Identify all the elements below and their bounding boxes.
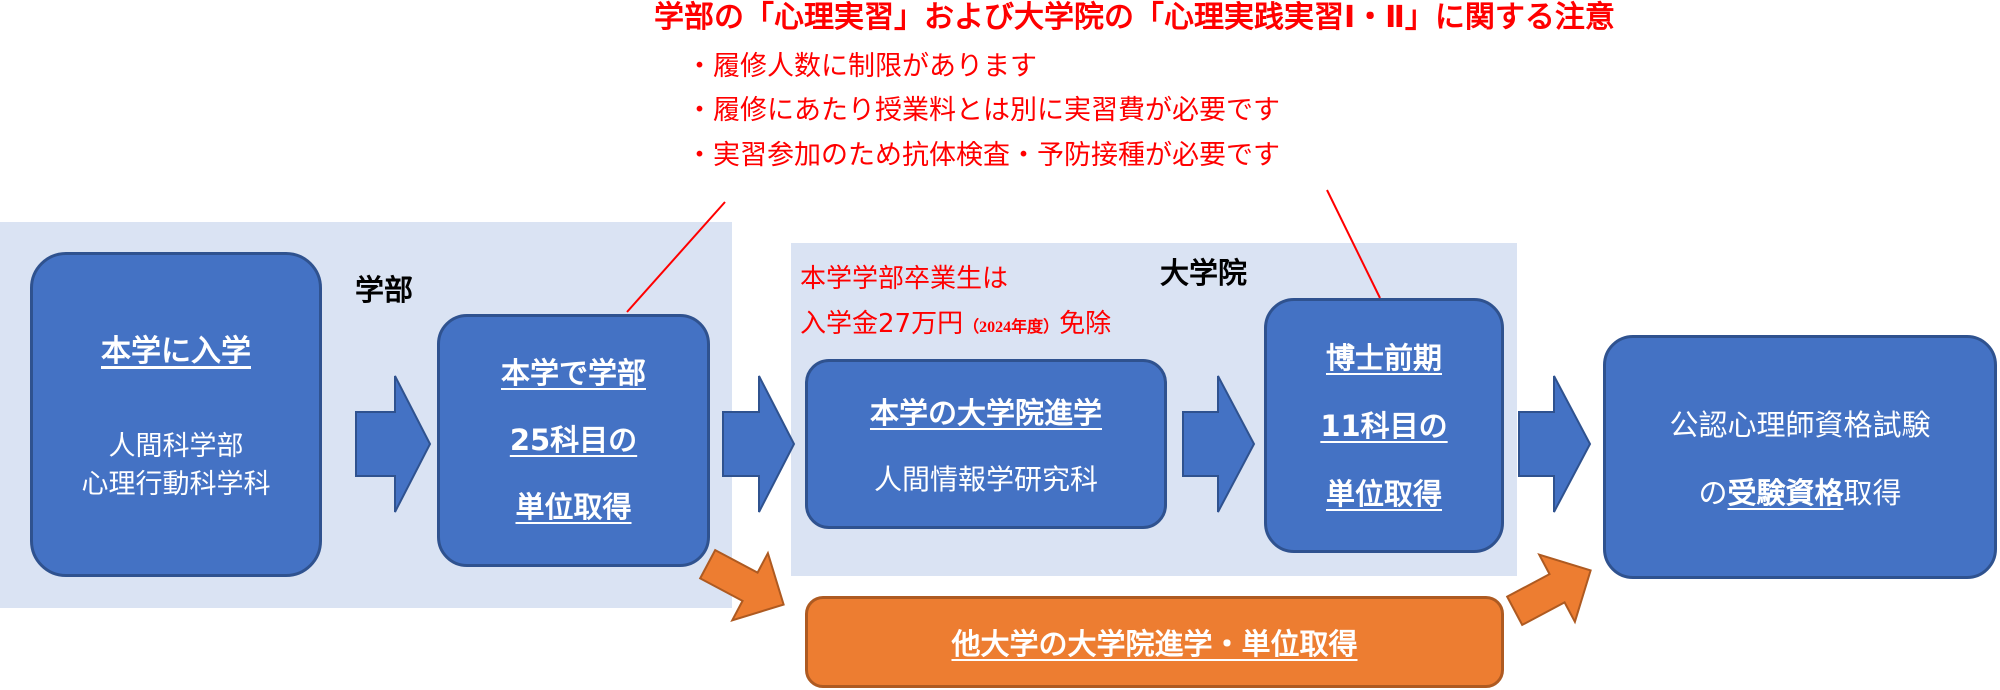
exam-line1: 公認心理師資格試験 <box>1669 408 1931 442</box>
entry-department: 心理行動科学科 <box>81 468 271 500</box>
other-grad-title: 他大学の大学院進学・単位取得 <box>951 627 1358 661</box>
arrow-undergrad-to-other <box>698 548 785 622</box>
notice-title: 学部の「心理実習」および大学院の「心理実践実習Ⅰ・Ⅱ」に関する注意 <box>654 0 1615 35</box>
exam-qualification: 受験資格 <box>1727 476 1844 510</box>
graduate-label: 大学院 <box>1160 256 1248 290</box>
fee-note-line1: 本学学部卒業生は <box>800 264 1009 294</box>
exam-line2-post: 取得 <box>1843 476 1902 510</box>
exam-box: 公認心理師資格試験 の受験資格取得 <box>1603 335 1997 579</box>
master-credits-box: 博士前期 11科目の 単位取得 <box>1264 298 1504 553</box>
fee-note-line2: 入学金27万円（2024年度）免除 <box>800 303 1111 340</box>
undergrad-label: 学部 <box>355 273 414 307</box>
entry-title: 本学に入学 <box>101 333 251 369</box>
notice-pointer-undergrad <box>626 201 726 313</box>
grad-entry-title: 本学の大学院進学 <box>869 396 1102 430</box>
exam-line2: の受験資格取得 <box>1698 470 1901 512</box>
entry-faculty: 人間科学部 <box>108 430 244 462</box>
arrow-entry-to-undergrad <box>355 375 432 513</box>
notice-item: ・履修人数に制限があります <box>686 51 1037 82</box>
arrow-other-to-exam <box>1505 553 1592 627</box>
undergrad-credits-box: 本学で学部 25科目の 単位取得 <box>437 314 710 567</box>
fee-exempt: 免除 <box>1059 309 1112 339</box>
fee-amount: 入学金27万円 <box>800 309 964 339</box>
notice-pointer-master <box>1326 189 1381 299</box>
notice-item: ・実習参加のため抗体検査・予防接種が必要です <box>686 140 1280 171</box>
undergrad-credits-line3: 単位取得 <box>515 490 632 524</box>
undergrad-credits-line1: 本学で学部 <box>500 356 646 390</box>
arrow-grad-to-master <box>1182 375 1256 513</box>
master-credits-line1: 博士前期 <box>1325 340 1442 375</box>
grad-entry-school: 人間情報学研究科 <box>873 463 1098 496</box>
entry-box: 本学に入学 人間科学部 心理行動科学科 <box>30 252 322 577</box>
master-credits-line2: 11科目の <box>1320 408 1448 443</box>
arrow-undergrad-to-grad <box>722 375 796 513</box>
grad-entry-box: 本学の大学院進学 人間情報学研究科 <box>805 359 1167 529</box>
other-grad-box: 他大学の大学院進学・単位取得 <box>805 596 1504 688</box>
undergrad-credits-line2: 25科目の <box>509 423 638 457</box>
exam-line2-pre: の <box>1698 476 1728 510</box>
fee-year: （2024年度） <box>963 319 1060 336</box>
arrow-master-to-exam <box>1518 375 1592 513</box>
notice-item: ・履修にあたり授業料とは別に実習費が必要です <box>686 95 1280 126</box>
master-credits-line3: 単位取得 <box>1325 476 1442 511</box>
